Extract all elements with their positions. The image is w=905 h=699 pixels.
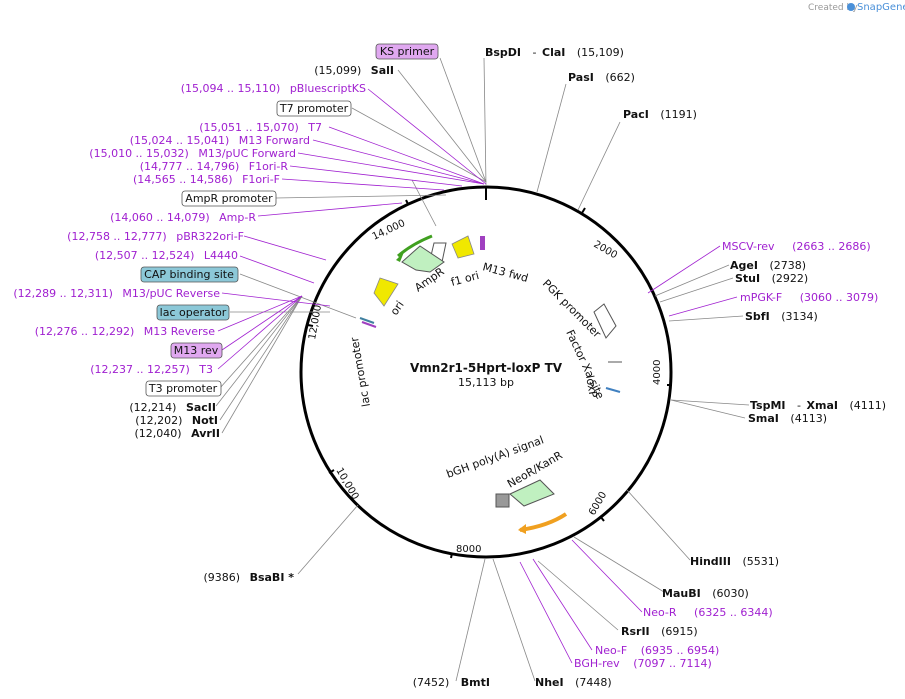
ks-primer-label: KS primer [380, 45, 435, 58]
mscv-rev-label: MSCV-rev (2663 .. 2686) [722, 240, 871, 253]
ampr-promoter-label: AmpR promoter [185, 192, 273, 205]
plasmid-name: Vmn2r1-5Hprt-loxP TV [410, 361, 563, 375]
rsrii-label: RsrII (6915) [621, 625, 698, 638]
l4440-label: (12,507 .. 12,524) L4440 [95, 249, 238, 262]
ampr-arrow [401, 245, 445, 273]
tick-mark [307, 324, 314, 327]
ks-primer-box [375, 43, 439, 60]
tick-label: 2000 [592, 239, 620, 261]
plasmid-length: 15,113 bp [458, 376, 514, 389]
m13-fwd-label: M13 fwd [481, 260, 529, 285]
agei-label: AgeI (2738) [730, 259, 806, 272]
paci-label: PacI (1191) [623, 108, 697, 121]
ampr-primer-arrowhead [396, 252, 404, 262]
t3-promoter-box [145, 380, 222, 397]
ori-label: ori [388, 299, 407, 318]
leader-lines-left-mid [215, 273, 357, 434]
m13-fwd-mark [480, 236, 485, 250]
tick-mark [405, 199, 409, 205]
ampr-primer-arc [397, 234, 433, 258]
factor-xa-label: Factor Xa site [563, 328, 606, 402]
stui-label: StuI (2922) [735, 272, 808, 285]
cap-binding-site-box [140, 266, 239, 283]
m13-puc-reverse-label: (12,289 .. 12,311) M13/pUC Reverse [13, 287, 220, 300]
pgk-promoter-arrow [593, 303, 617, 339]
loxp-label: loxP [583, 374, 600, 399]
leader-lines-bottom [455, 489, 691, 682]
snapgene-brand: SnapGene [857, 2, 905, 13]
m13-rev-mark [361, 321, 377, 328]
tick-label: 12,000 [307, 304, 324, 340]
tick-label: 4000 [652, 360, 663, 385]
bgh-polya-box [495, 493, 510, 508]
avrii-label: (12,040) AvrII [135, 427, 220, 440]
m13-rev-box [170, 342, 223, 359]
neo-f-label: Neo-F (6935 .. 6954) [595, 644, 719, 657]
primer-lines-left-mid [217, 292, 331, 370]
f1ori-f-label: (14,565 .. 14,586) F1ori-F [133, 173, 280, 186]
pbluescriptks-label: (15,094 .. 15,110) pBluescriptKS [181, 82, 366, 95]
m13-rev-label: M13 rev [174, 344, 219, 357]
ampr-promoter-box [181, 190, 277, 207]
neo-r-label: Neo-R (6325 .. 6344) [643, 606, 773, 619]
tick-mark [581, 207, 586, 214]
pasi-label: PasI (662) [568, 71, 635, 84]
m13-forward-label: (15,024 .. 15,041) M13 Forward [130, 134, 310, 147]
noti-label: (12,202) NotI [135, 414, 218, 427]
leader-lines-top [483, 57, 621, 211]
cap-binding-site-label: CAP binding site [144, 268, 234, 281]
neor-kanr-arrow [509, 479, 555, 507]
sali-label: (15,099) SalI [314, 64, 394, 77]
tspmi-label: TspMI - XmaI (4111) [750, 399, 886, 412]
lac-operator-box [156, 304, 230, 321]
tick-mark [328, 469, 335, 474]
mpgk-f-label: mPGK-F (3060 .. 3079) [740, 291, 878, 304]
smai-label: SmaI (4113) [748, 412, 827, 425]
bsabi-label: (9386) BsaBI * [204, 571, 295, 584]
bspdi-label: BspDI - ClaI (15,109) [485, 46, 624, 59]
sbfi-label: SbfI (3134) [745, 310, 818, 323]
leader-lines-right [654, 264, 750, 419]
f1-ori-label: f1 ori [449, 269, 480, 289]
pbr322ori-f-label: (12,758 .. 12,777) pBR322ori-F [67, 230, 244, 243]
tick-label: 8000 [456, 544, 481, 555]
t3-promoter-label: T3 promoter [148, 382, 218, 395]
lac-promoter-label: lac promoter [348, 336, 373, 408]
leader-line-bsabi [297, 504, 359, 575]
primer-lines-bottom [519, 539, 643, 664]
t7-primer-label: (15,051 .. 15,070) T7 [199, 121, 322, 134]
m13-puc-forward-label: (15,010 .. 15,032) M13/pUC Forward [89, 147, 296, 160]
primer-lines-right [647, 245, 738, 317]
neo-primer-arc [519, 512, 568, 532]
bgh-rev-label: BGH-rev (7097 .. 7114) [574, 657, 712, 670]
lac-operator-label: lac operator [160, 306, 227, 319]
maubi-label: MauBI (6030) [662, 587, 749, 600]
hindiii-label: HindIII (5531) [690, 555, 779, 568]
f1-ori-arrow [451, 235, 475, 259]
t7-promoter-box [276, 100, 352, 117]
created-by-text: Created by [808, 3, 858, 13]
m13-reverse-label: (12,276 .. 12,292) M13 Reverse [35, 325, 215, 338]
t3-primer-label: (12,237 .. 12,257) T3 [90, 363, 213, 376]
nhei-label: NheI (7448) [535, 676, 612, 689]
amp-r-label: (14,060 .. 14,079) Amp-R [110, 211, 256, 224]
t7-promoter-label: T7 promoter [279, 102, 349, 115]
neo-primer-arrowhead [518, 524, 526, 534]
bmti-label: (7452) BmtI [413, 676, 490, 689]
snapgene-logo-icon [847, 3, 855, 11]
ori-arrow [373, 277, 399, 307]
lac-operator-mark [359, 317, 375, 324]
tick-mark [599, 515, 605, 522]
loxp-mark [605, 387, 621, 393]
tick-mark [450, 552, 453, 559]
sacii-label: (12,214) SacII [129, 401, 216, 414]
f1ori-r-label: (14,777 .. 14,796) F1ori-R [140, 160, 289, 173]
leader-lines-left-top [275, 57, 487, 227]
primer-lines-left-top [239, 88, 487, 284]
